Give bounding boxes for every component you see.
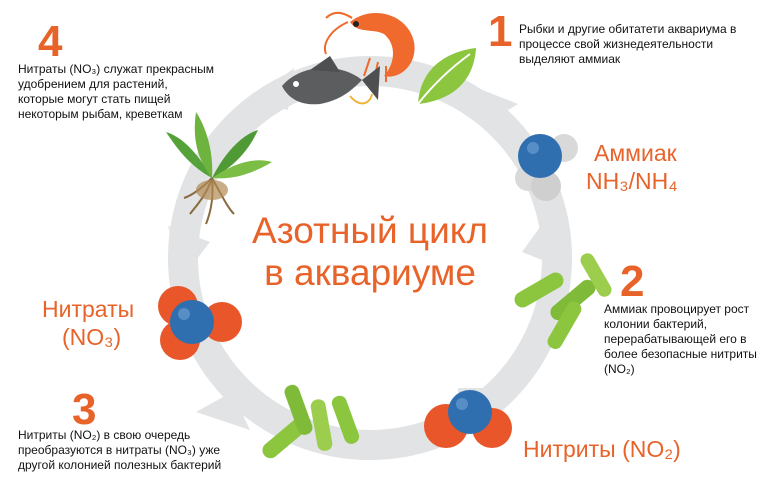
nitrite-molecule-icon [424,390,512,448]
leaf-icon [417,48,476,105]
plant-icon [166,112,272,225]
step-2-text: Аммиак провоцирует рост колонии бактерий… [604,302,757,376]
nitrates-name: Нитраты [42,296,135,322]
step-4-number: 4 [38,17,63,66]
nitrate-molecule-icon [158,286,242,360]
bacteria-icon [514,253,612,349]
bacteria-icon [262,384,360,459]
step-1-text: Рыбки и другие обитатети аквариума в про… [519,22,737,66]
ammonia-name: Аммиак [594,140,677,166]
shrimp-icon [324,11,415,82]
step-3-number: 3 [72,385,97,434]
step-2-number: 2 [620,257,645,306]
step-3-text: Нитриты (NO₂) в свою очередь преобразуют… [18,428,222,472]
ammonia-formula: NH₃/NH₄ [586,168,678,194]
step-4-text: Нитраты (NO₃) служат прекрасным удобрени… [18,62,214,121]
fish-icon [282,56,380,105]
title-line-1: Азотный цикл [252,210,488,251]
nitrites-label: Нитриты (NO₂) [523,436,681,462]
step-1-number: 1 [488,7,513,56]
infographic-title: Азотный цикл в аквариуме [215,210,525,294]
nitrates-formula: (NO₃) [62,324,122,350]
ammonia-molecule-icon [515,134,578,201]
title-line-2: в аквариуме [264,252,476,293]
